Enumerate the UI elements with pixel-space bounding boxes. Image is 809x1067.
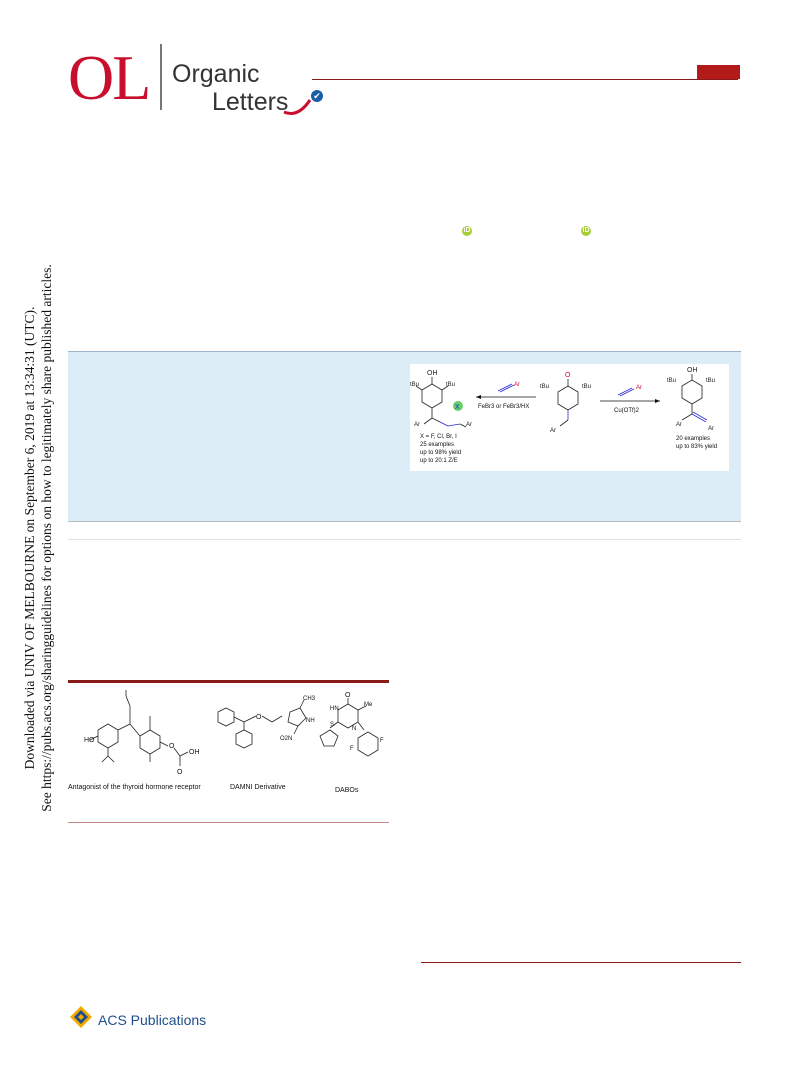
left-ratio: up to 20:1 Z/E	[420, 458, 458, 464]
dabo-structure	[319, 698, 379, 757]
right-reagent: Cu(OTf)2	[614, 408, 640, 414]
ether-o-label: O	[256, 714, 262, 721]
orcid-icon[interactable]: iD	[462, 226, 472, 236]
left-substituents: X = F, Cl, Br, I	[420, 434, 457, 440]
halogen-highlight-dot	[453, 401, 463, 411]
fluoro-label: F	[380, 738, 384, 744]
figure-caption-dabos: DABOs	[335, 787, 359, 794]
orcid-icon[interactable]: iD	[581, 226, 591, 236]
tbu-label: tBu	[446, 382, 455, 388]
left-yield: up to 98% yield	[420, 450, 461, 456]
acs-logo-icon[interactable]	[68, 1004, 94, 1030]
abstract-footer-bar	[68, 521, 741, 540]
header-rule	[312, 79, 738, 80]
damni-derivative-structure	[217, 699, 307, 749]
left-reagent: FeBr3 or FeBr3/HX	[478, 404, 529, 410]
figure-caption-damni: DAMNI Derivative	[230, 784, 286, 791]
alkyne-aryl-label: Ar	[636, 385, 642, 391]
right-product-structure	[681, 374, 708, 423]
download-notice-line1: Downloaded via UNIV OF MELBOURNE on Sept…	[22, 306, 37, 770]
journal-name-line1: Organic	[172, 60, 260, 88]
download-notice: Downloaded via UNIV OF MELBOURNE on Sept…	[21, 178, 55, 898]
n-label: N	[352, 726, 356, 732]
methyl-label: Me	[364, 702, 373, 708]
left-product-structure	[415, 377, 467, 428]
checkmark-badge-icon: ✔	[311, 90, 323, 102]
right-yield: up to 83% yield	[676, 444, 717, 450]
swoosh-icon	[283, 99, 312, 115]
nitro-label: O2N	[280, 736, 292, 742]
figure-bottom-rule	[68, 822, 389, 823]
nh-label: NH	[306, 718, 315, 724]
right-examples: 20 examples	[676, 436, 710, 442]
acid-oh-label: OH	[189, 749, 200, 756]
footnote-rule	[421, 962, 741, 963]
aryl-label: Ar	[550, 428, 556, 434]
carbonyl-o-label: O	[177, 769, 183, 776]
toc-graphic: X OH tBu tBu Ar Ar X = F, Cl, Br, I 25 e…	[410, 364, 729, 471]
aryl-label: Ar	[708, 426, 714, 432]
left-examples: 25 examples	[420, 442, 454, 448]
logo-divider	[160, 44, 162, 110]
fluoro-label: F	[350, 746, 354, 752]
journal-name-line2: Letters	[212, 88, 289, 116]
journal-logo-ol[interactable]: OL	[68, 42, 151, 113]
ether-o-label: O	[169, 743, 175, 750]
tbu-label: tBu	[706, 378, 715, 384]
right-arrow	[600, 387, 660, 403]
oh-label: OH	[687, 367, 698, 374]
oh-label: OH	[427, 370, 438, 377]
publisher-name[interactable]: ACS Publications	[98, 1012, 207, 1028]
figure-structures: HO O OH O O CH3 NH O2N O HN N S Me F F	[84, 690, 384, 776]
figure-caption-thyroid: Antagonist of the thyroid hormone recept…	[68, 784, 201, 791]
header-tab-box	[697, 65, 740, 79]
tbu-label: tBu	[582, 384, 591, 390]
tbu-label: tBu	[540, 384, 549, 390]
aryl-label: Ar	[466, 422, 472, 428]
carbonyl-o-label: O	[345, 692, 351, 699]
tbu-label: tBu	[410, 382, 419, 388]
p-quinone-methide-structure	[557, 379, 579, 427]
thyroid-antagonist-structure	[89, 690, 189, 766]
figure-top-rule	[68, 680, 389, 683]
aryl-label: Ar	[414, 422, 420, 428]
left-arrow	[476, 383, 536, 399]
hn-label: HN	[330, 706, 339, 712]
methyl-label: CH3	[303, 696, 316, 702]
carbonyl-o-label: O	[565, 372, 571, 379]
hydroxy-label: HO	[84, 737, 95, 744]
sulfur-label: S	[330, 722, 334, 728]
alkyne-aryl-label: Ar	[514, 382, 520, 388]
aryl-label: Ar	[676, 422, 682, 428]
halogen-label: X	[455, 404, 460, 411]
download-notice-line2[interactable]: See https://pubs.acs.org/sharingguidelin…	[39, 264, 54, 812]
tbu-label: tBu	[667, 378, 676, 384]
